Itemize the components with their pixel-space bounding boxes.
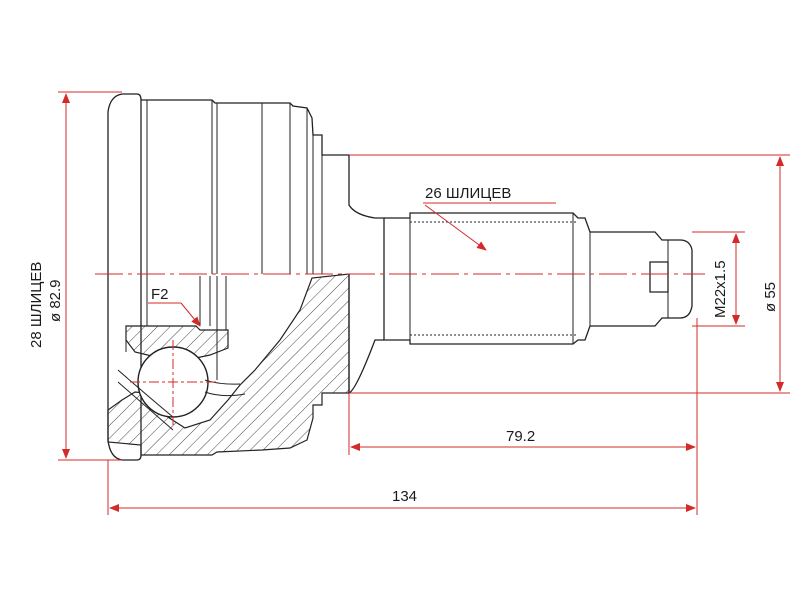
housing-outline — [107, 93, 385, 461]
outer-splines-label: 28 ШЛИЦЕВ — [28, 262, 45, 348]
thread-label: M22x1.5 — [712, 260, 729, 318]
dimension-thread — [692, 231, 745, 327]
outer-diameter-label: ø 82.9 — [47, 279, 64, 322]
overall-length-label: 134 — [392, 488, 417, 505]
shaft-length-label: 79.2 — [506, 428, 535, 445]
splined-shaft — [348, 212, 693, 394]
dimension-outer-diameter — [58, 91, 122, 461]
dimension-overall-length — [107, 460, 696, 515]
dimension-shaft-length — [348, 318, 698, 515]
flange-mark-callout — [148, 302, 201, 327]
inner-splines-label: 26 ШЛИЦЕВ — [425, 185, 511, 202]
flange-mark-label: F2 — [151, 286, 169, 303]
dimension-shaft-diameter — [349, 154, 790, 394]
shaft-diameter-label: ø 55 — [762, 282, 779, 312]
inner-splines-callout — [423, 202, 556, 251]
housing-section — [107, 273, 350, 456]
